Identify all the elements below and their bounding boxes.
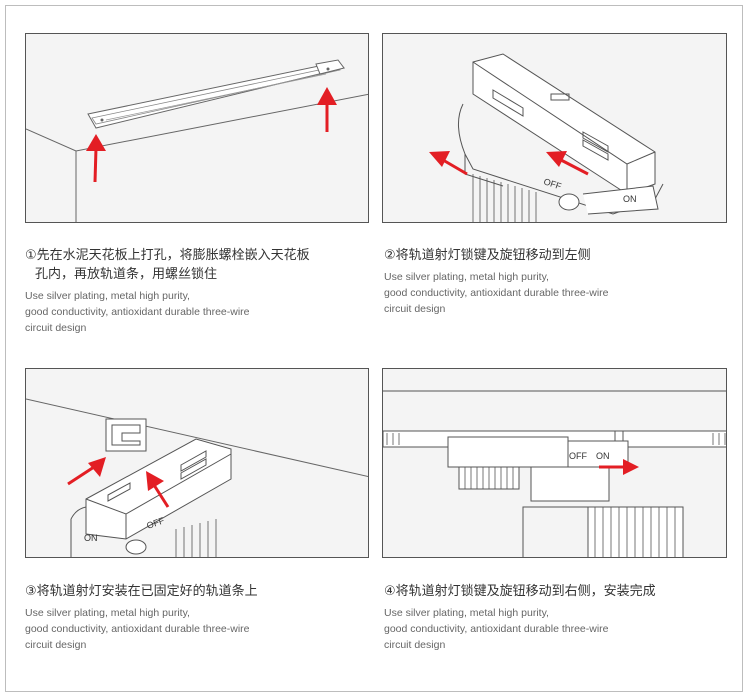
- step-2-title: ②将轨道射灯锁键及旋钮移动到左侧: [384, 248, 591, 263]
- step-1-title-cont: 孔内，再放轨道条，用螺丝锁住: [35, 267, 218, 282]
- arrow-left-1-icon: [429, 151, 468, 176]
- step-4-illustration: OFF ON: [382, 368, 727, 558]
- step-2-illustration: OFF ON: [382, 33, 727, 223]
- step-2-caption: ②将轨道射灯锁键及旋钮移动到左侧 Use silver plating, met…: [384, 246, 729, 317]
- arrow-up-2-icon: [146, 471, 170, 508]
- off-label: OFF: [542, 176, 563, 191]
- step-3-illustration: ON OFF: [25, 368, 369, 558]
- on-label-3: ON: [84, 533, 98, 543]
- off-label-4: OFF: [569, 451, 587, 461]
- step-4-description: Use silver plating, metal high purity, g…: [384, 607, 609, 651]
- arrow-up-right-icon: [317, 87, 337, 132]
- step-3-title: ③将轨道射灯安装在已固定好的轨道条上: [25, 584, 258, 599]
- step-3-caption: ③将轨道射灯安装在已固定好的轨道条上 Use silver plating, m…: [25, 582, 370, 653]
- arrow-up-left-icon: [86, 134, 106, 183]
- on-label: ON: [623, 194, 637, 204]
- arrow-left-2-icon: [546, 151, 589, 176]
- step-1-title: ①先在水泥天花板上打孔，将膨胀螺栓嵌入天花板: [25, 248, 310, 263]
- step-1-illustration: [25, 33, 369, 223]
- page-frame: [5, 5, 743, 692]
- on-label-4: ON: [596, 451, 610, 461]
- step-2-description: Use silver plating, metal high purity, g…: [384, 271, 609, 315]
- step-4-caption: ④将轨道射灯锁键及旋钮移动到右侧，安装完成 Use silver plating…: [384, 582, 729, 653]
- step-1-caption: ①先在水泥天花板上打孔，将膨胀螺栓嵌入天花板 孔内，再放轨道条，用螺丝锁住 Us…: [25, 246, 370, 336]
- step-4-title: ④将轨道射灯锁键及旋钮移动到右侧，安装完成: [384, 584, 656, 599]
- step-1-description: Use silver plating, metal high purity, g…: [25, 290, 250, 334]
- arrow-up-1-icon: [67, 457, 106, 486]
- step-3-description: Use silver plating, metal high purity, g…: [25, 607, 250, 651]
- arrow-right-icon: [599, 459, 639, 475]
